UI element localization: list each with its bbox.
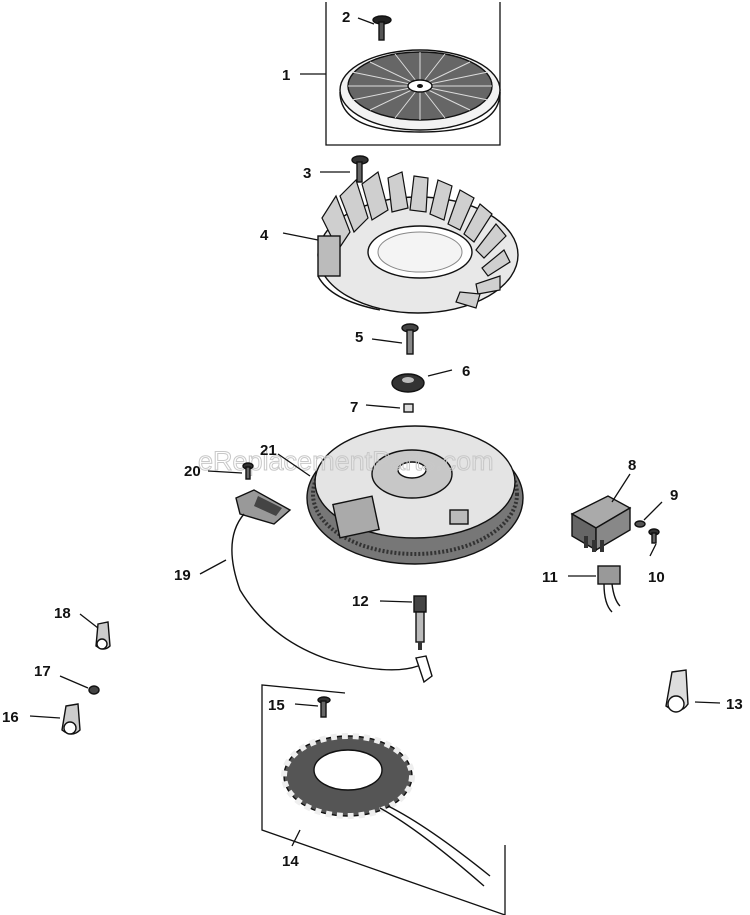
part-10-screw	[648, 528, 660, 544]
part-15-screw	[317, 696, 331, 718]
callout-15: 15	[268, 697, 285, 714]
callout-4: 4	[260, 227, 269, 244]
part-11-connector	[597, 565, 621, 613]
part-5-bolt	[401, 323, 419, 355]
callout-18: 18	[54, 605, 71, 622]
callout-12: 12	[352, 593, 369, 610]
part-9-washer	[634, 520, 646, 528]
callout-8: 8	[628, 457, 636, 474]
callout-3: 3	[303, 165, 311, 182]
callout-13: 13	[726, 696, 743, 713]
callout-10: 10	[648, 569, 665, 586]
callout-17: 17	[34, 663, 51, 680]
callout-9: 9	[670, 487, 678, 504]
callout-7: 7	[350, 399, 358, 416]
part-13-clamp	[665, 669, 689, 713]
callout-14: 14	[282, 853, 299, 870]
part-12-spark-plug	[413, 595, 427, 650]
part-14-stator	[281, 733, 491, 887]
callout-2: 2	[342, 9, 350, 26]
callout-labels: 1 2 3 4 5 6 7 8 9 10 11 12 13 14 15 16 1…	[2, 9, 743, 870]
callout-1: 1	[282, 67, 290, 84]
part-18-clamp	[95, 621, 111, 650]
callout-21: 21	[260, 442, 277, 459]
part-7-key	[403, 403, 414, 413]
callout-11: 11	[542, 569, 558, 586]
part-8-regulator	[570, 495, 632, 552]
part-2-screw	[372, 15, 392, 41]
leader-lines	[29, 17, 721, 847]
watermark: eReplacementParts.com	[198, 446, 494, 476]
part-21-flywheel	[306, 425, 524, 565]
group-frame-14	[261, 684, 506, 915]
callout-5: 5	[355, 329, 363, 346]
part-19-ignition-module	[231, 489, 433, 684]
part-17-nut	[88, 685, 100, 695]
part-16-clamp	[61, 703, 81, 735]
callout-16: 16	[2, 709, 19, 726]
callout-20: 20	[184, 463, 201, 480]
part-3-screw	[351, 155, 369, 183]
callout-6: 6	[462, 363, 470, 380]
part-6-spacer	[391, 373, 425, 393]
part-4-fan	[317, 170, 519, 314]
part-1-grille	[339, 49, 501, 133]
callout-19: 19	[174, 567, 191, 584]
part-20-screw	[242, 462, 254, 480]
